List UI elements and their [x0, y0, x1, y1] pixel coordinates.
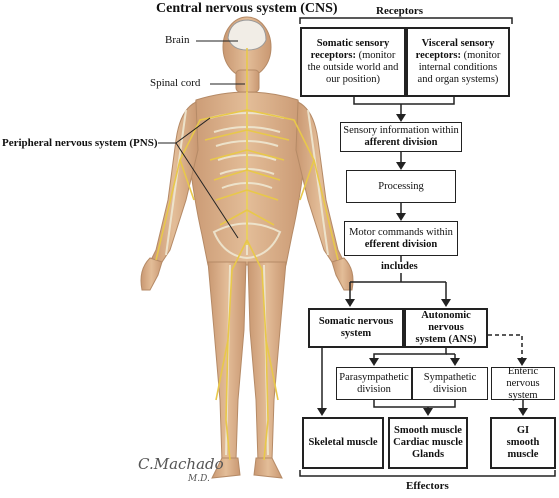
glands-label: Glands — [411, 449, 445, 460]
parasympathetic-line2: division — [357, 383, 391, 395]
brain-shape — [227, 19, 267, 51]
skeletal-muscle-box: Skeletal muscle — [302, 417, 384, 469]
autonomic-ns-line1: Autonomic nervous — [421, 310, 471, 333]
somatic-sensory-receptors-box: Somatic sensory receptors: (monitor the … — [300, 27, 406, 97]
processing-label: Processing — [378, 180, 424, 192]
label-leader-lines — [158, 40, 245, 239]
gi-label: GI — [516, 425, 530, 436]
sensory-info-line1: Sensory information within — [343, 125, 459, 136]
parasympathetic-line1: Parasympathetic — [339, 371, 409, 383]
sympathetic-line2: division — [433, 383, 467, 395]
motor-commands-line2: efferent division — [364, 238, 438, 250]
somatic-receptors-text: (monitor the outside world and our posit… — [307, 50, 399, 85]
flowchart-dashed-connector — [488, 334, 523, 362]
flowchart-arrowheads — [317, 114, 528, 416]
artist-signature-suffix: M.D. — [188, 474, 210, 484]
sympathetic-line1: Sympathetic — [423, 371, 477, 383]
sensory-info-line2: afferent division — [364, 137, 438, 148]
smooth-muscle-label: Smooth muscle — [394, 425, 462, 436]
somatic-ns-line1: Somatic nervous — [318, 316, 394, 327]
artist-signature: C.Machado — [138, 455, 224, 473]
gi-smooth-muscle-label: smooth muscle — [506, 437, 540, 460]
includes-label: includes — [381, 261, 418, 272]
visceral-receptors-text: (monitor internal conditions and organ s… — [417, 50, 501, 85]
visceral-sensory-receptors-box: Visceral sensory receptors: (monitor int… — [406, 27, 510, 97]
visceral-receptors-title: Visceral sensory receptors: — [415, 38, 495, 61]
somatic-ns-line2: system — [340, 328, 372, 339]
skeletal-muscle-label: Skeletal muscle — [308, 437, 378, 448]
cns-title: Central nervous system (CNS) — [156, 1, 338, 16]
brain-label: Brain — [165, 34, 190, 46]
processing-box: Processing — [346, 170, 456, 203]
autonomic-ns-line2: system (ANS) — [415, 334, 477, 345]
cardiac-muscle-label: Cardiac muscle — [393, 437, 463, 448]
motor-commands-line1: Motor commands within — [349, 226, 453, 238]
effectors-heading: Effectors — [406, 480, 449, 492]
enteric-line1: Enteric nervous — [506, 365, 540, 389]
receptors-heading: Receptors — [376, 5, 424, 17]
spinal-cord-label: Spinal cord — [150, 77, 201, 89]
somatic-receptors-title: Somatic sensory receptors: — [310, 38, 390, 61]
enteric-line2: system — [508, 389, 538, 401]
pns-label: Peripheral nervous system (PNS) — [2, 137, 158, 149]
nerve-network — [155, 48, 339, 461]
